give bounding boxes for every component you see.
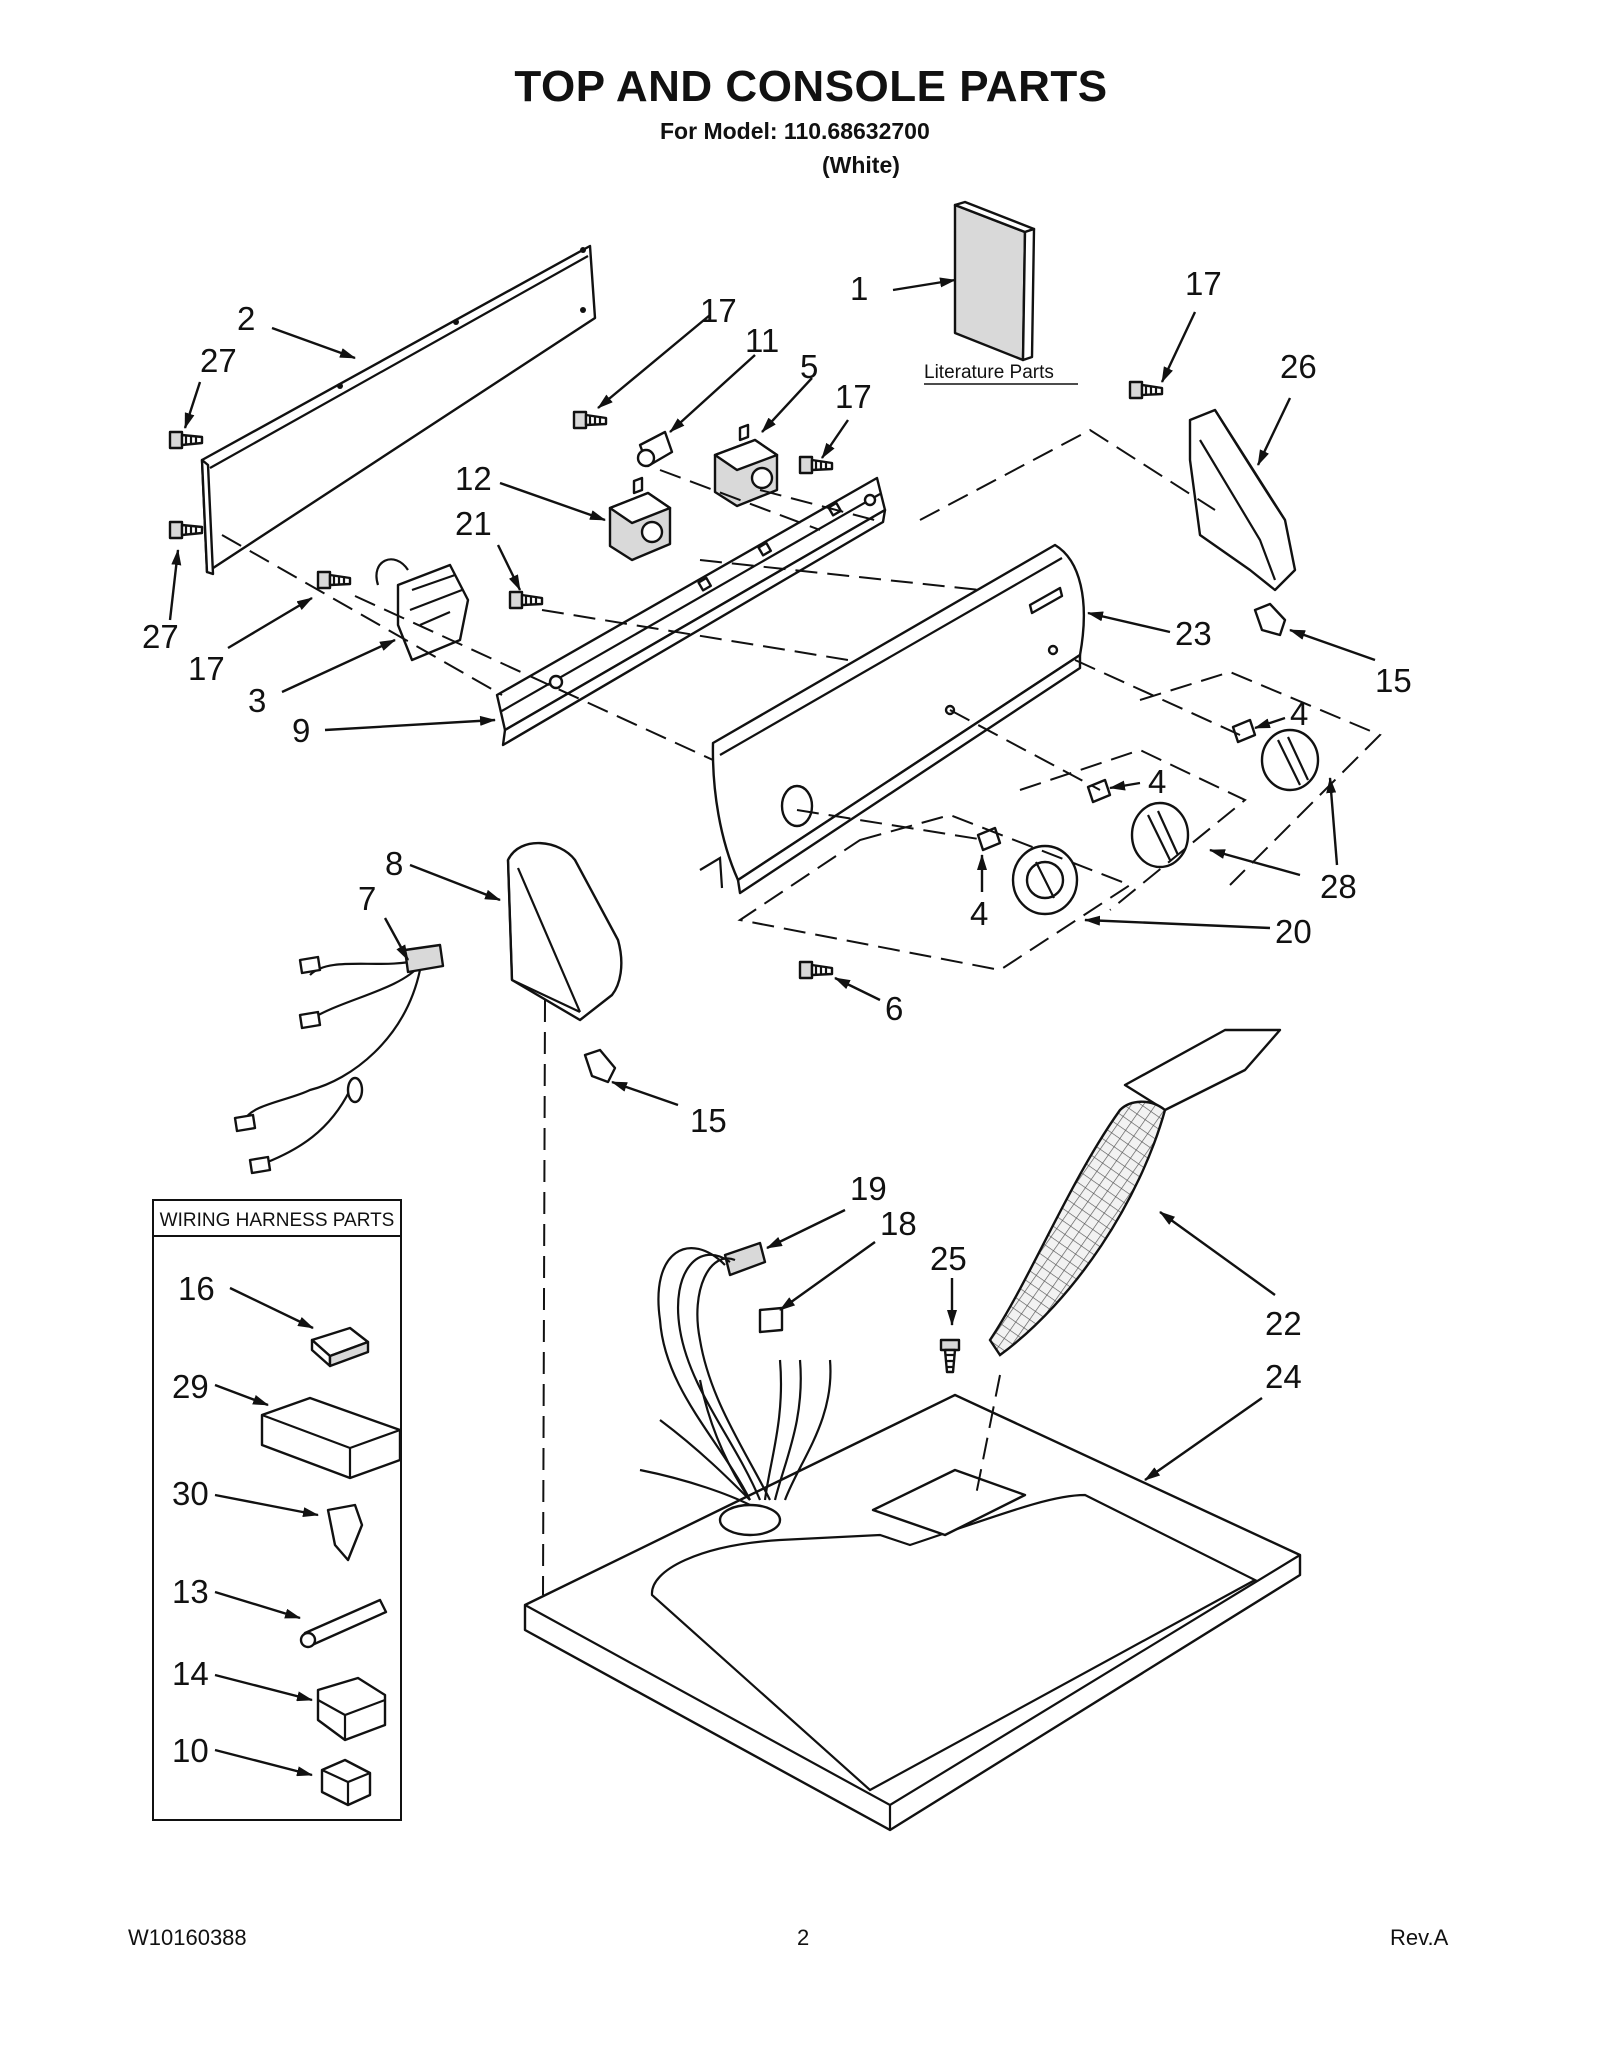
callout-4-middle: 4 [1148,763,1166,800]
connector-14 [316,1676,387,1742]
page-number: 2 [797,1925,810,1950]
callout-18: 18 [880,1205,917,1242]
callout-2: 2 [237,300,255,337]
callout-12: 12 [455,460,492,497]
callout-3: 3 [248,682,266,719]
callout-5: 5 [800,348,818,385]
knob-clip-a [1231,718,1257,744]
callout-24: 24 [1265,1358,1302,1395]
connector-10 [320,1758,372,1807]
callout-27-bottom: 27 [142,618,179,655]
callout-8: 8 [385,845,403,882]
callout-17-d: 17 [188,650,225,687]
back-panel [200,244,597,576]
doc-number: W10160388 [128,1925,247,1950]
knob-right [1260,728,1320,792]
callout-10: 10 [172,1732,209,1769]
wire-harness [233,943,445,1175]
page-title: TOP AND CONSOLE PARTS [514,62,1108,111]
callout-17-a: 17 [700,292,737,329]
control-bracket [495,476,887,747]
callout-28: 28 [1320,868,1357,905]
callout-13: 13 [172,1573,209,1610]
callout-17-b: 17 [835,378,872,415]
callout-4-right: 4 [1290,695,1308,732]
dryer-top [523,1393,1302,1832]
callout-1: 1 [850,270,868,307]
push-switch-3 [375,558,470,662]
end-cap-left [506,841,623,1022]
callout-6: 6 [885,990,903,1027]
callout-29: 29 [172,1368,209,1405]
callout-15-left: 15 [690,1102,727,1139]
knob-left [1011,844,1079,916]
callout-11: 11 [745,322,779,359]
main-wire-harness [639,1241,832,1506]
lint-screen [988,1028,1282,1357]
small-switch-11 [636,430,674,468]
callout-21: 21 [455,505,492,542]
callout-23: 23 [1175,615,1212,652]
end-cap-right [1188,408,1297,592]
switch-12 [608,476,672,562]
callout-27-top: 27 [200,342,237,379]
color-line: (White) [822,152,900,178]
callout-25: 25 [930,1240,967,1277]
terminal-13 [299,1598,388,1649]
revision-label: Rev.A [1390,1925,1449,1950]
connector-16 [310,1326,370,1368]
callout-26: 26 [1280,348,1317,385]
knob-clip-c [976,826,1002,852]
leader-arrows [168,277,1376,1777]
connector-29 [260,1396,402,1480]
wiring-box-title: WIRING HARNESS PARTS [160,1210,395,1231]
callout-numbers: 1 2 27 27 17 11 5 17 17 26 12 21 17 3 9 … [142,265,1412,1769]
callout-9: 9 [292,712,310,749]
assembly-lines [221,428,1382,1596]
callout-30: 30 [172,1475,209,1512]
callout-20: 20 [1275,913,1312,950]
console-panel [699,543,1086,895]
callout-17-c: 17 [1185,265,1222,302]
callout-4-left: 4 [970,895,988,932]
callout-16: 16 [178,1270,215,1307]
screws [168,380,1164,1374]
callout-7: 7 [358,880,376,917]
model-line: For Model: 110.68632700 [660,118,930,144]
clip-30 [326,1503,364,1562]
callout-19: 19 [850,1170,887,1207]
callout-22: 22 [1265,1305,1302,1342]
knob-clip-b [1086,778,1112,804]
knob-middle [1130,801,1190,869]
callout-14: 14 [172,1655,209,1692]
literature-booklet [953,200,1036,362]
callout-15-right: 15 [1375,662,1412,699]
literature-parts-label: Literature Parts [924,362,1054,383]
clip-15-left [583,1048,617,1084]
clip-15-right [1253,602,1287,637]
